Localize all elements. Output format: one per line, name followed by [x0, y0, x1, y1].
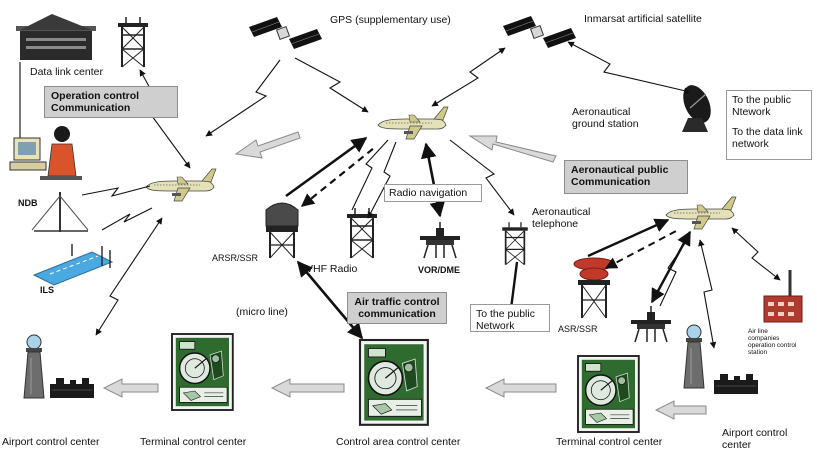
aero-ground-line1: Aeronautical	[572, 106, 631, 118]
public-datalink-box: To the public Ntework To the data link n…	[726, 90, 812, 160]
ndb-label: NDB	[18, 198, 38, 208]
operation-control-line2: Communication	[51, 102, 131, 114]
aero-public-line1: Aeronautical public	[571, 164, 669, 176]
aero-public-line2: Communication	[571, 176, 651, 188]
airline-line3: operation control	[748, 342, 797, 349]
data-link-center-building-icon	[16, 14, 96, 138]
airport-factory-right-icon	[713, 373, 759, 395]
airport-control-tower-right-icon	[683, 324, 705, 389]
to-datalink-line1: To the data link	[732, 126, 803, 138]
radio-navigation-box: Radio navigation	[384, 184, 482, 202]
airport-cc-right-line1: Airport control	[722, 427, 788, 439]
vor-dme-label: VOR/DME	[418, 265, 461, 275]
arsr-ssr-radar-icon	[265, 202, 299, 259]
aero-tel-line2: telephone	[532, 218, 579, 230]
airport-control-center-left-label: Airport control center	[2, 436, 100, 448]
arsr-ssr-label: ARSR/SSR	[212, 253, 259, 263]
gps-label: GPS (supplementary use)	[330, 14, 451, 26]
thick-links	[285, 136, 692, 340]
airline-line4: station	[748, 349, 768, 356]
aero-ground-line2: ground station	[572, 118, 639, 130]
ground-station-dish-icon	[682, 85, 711, 132]
data-link-center-label: Data link center	[30, 66, 103, 78]
inmarsat-satellite-icon	[502, 15, 577, 49]
to-public-network-box: To the public Network	[470, 304, 550, 332]
airport-factory-left-icon	[49, 377, 95, 399]
atc-communication-box: Air traffic control communication	[347, 292, 447, 324]
aero-public-communication-box: Aeronautical public Communication	[564, 160, 688, 194]
operation-control-line1: Operation control	[51, 90, 140, 102]
airline-label: Air line companies operation control sta…	[748, 328, 796, 356]
control-area-console-icon	[358, 338, 429, 426]
airplane-left-icon	[145, 168, 217, 202]
ndb-antenna-icon	[31, 192, 89, 232]
airport-control-tower-left-icon	[23, 334, 45, 399]
airline-building-icon	[763, 270, 803, 323]
airline-line1: Air line	[748, 328, 768, 335]
vor-station-right-icon	[630, 305, 672, 343]
terminal-control-center-right-label: Terminal control center	[556, 436, 663, 448]
to-public-net-line1: To the public	[476, 308, 535, 320]
ils-label: ILS	[40, 285, 55, 295]
operation-control-box: Operation control Communication	[44, 86, 178, 118]
data-link-center-antenna-icon	[117, 16, 149, 68]
airplane-center-icon	[377, 106, 449, 140]
to-public-line2: Ntework	[732, 106, 771, 118]
vhf-radio-label: VHF Radio	[306, 263, 358, 275]
airplane-right-icon	[665, 196, 737, 230]
to-datalink-line2: network	[732, 138, 769, 150]
ils-runway-icon	[32, 244, 114, 286]
asr-ssr-label: ASR/SSR	[558, 324, 598, 334]
aero-tel-line1: Aeronautical	[532, 206, 591, 218]
gps-satellite-icon	[248, 16, 323, 50]
terminal-console-right-icon	[577, 355, 640, 433]
hollow-arrows	[102, 131, 707, 420]
airline-line2: companies	[748, 335, 780, 342]
radio-navigation-label: Radio navigation	[389, 187, 468, 199]
terminal-console-left-icon	[171, 333, 234, 411]
to-public-line1: To the public	[732, 94, 791, 106]
aeronautical-telephone-tower-icon	[501, 221, 529, 266]
micro-line-label: (micro line)	[236, 306, 288, 318]
operator-icon	[9, 126, 82, 180]
inmarsat-label: Inmarsat artificial satellite	[584, 13, 702, 25]
aero-telephone-label: Aeronautical telephone	[532, 206, 590, 230]
control-area-control-center-label: Control area control center	[336, 436, 461, 448]
to-public-net-line2: Network	[476, 320, 515, 332]
airport-control-center-right-label: Airport control center	[722, 427, 787, 451]
atc-line1: Air traffic control	[354, 296, 440, 308]
aero-ground-station-label: Aeronautical ground station	[572, 106, 639, 130]
asr-ssr-radar-icon	[573, 257, 615, 319]
vor-dme-station-icon	[419, 221, 461, 259]
terminal-control-center-left-label: Terminal control center	[140, 436, 247, 448]
vhf-radio-tower-icon	[346, 207, 378, 259]
airport-cc-right-line2: center	[722, 439, 752, 451]
atc-line2: communication	[358, 308, 436, 320]
